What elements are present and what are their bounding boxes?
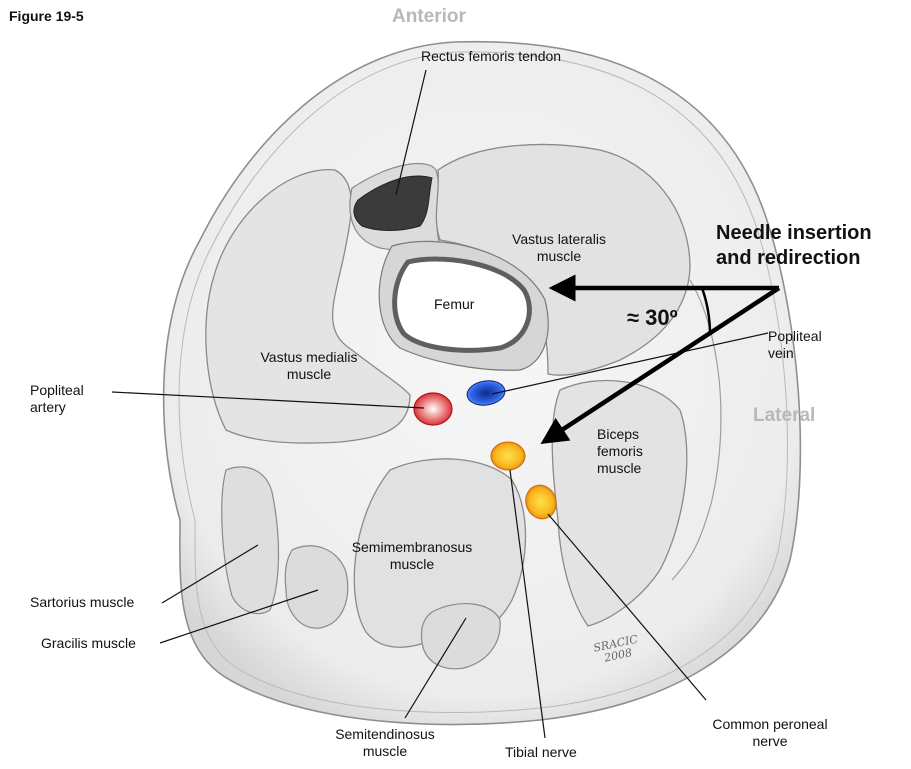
semimembranosus-label: Semimembranosus muscle bbox=[340, 539, 484, 573]
common-peroneal-nerve-label: Common peroneal nerve bbox=[700, 716, 840, 750]
femur-label: Femur bbox=[434, 296, 474, 313]
sartorius-muscle bbox=[222, 467, 279, 614]
tibial-nerve-label: Tibial nerve bbox=[505, 744, 577, 761]
gracilis-label: Gracilis muscle bbox=[41, 635, 136, 652]
tibial-nerve bbox=[491, 442, 525, 470]
figure-title: Figure 19-5 bbox=[9, 8, 84, 25]
needle-insertion-label: Needle insertion and redirection bbox=[716, 221, 872, 271]
angle-label: ≈ 30º bbox=[627, 309, 678, 326]
sartorius-label: Sartorius muscle bbox=[30, 594, 134, 611]
biceps-femoris-label: Biceps femoris muscle bbox=[597, 426, 643, 477]
gracilis-muscle bbox=[285, 546, 347, 628]
vastus-medialis-label: Vastus medialis muscle bbox=[247, 349, 371, 383]
popliteal-artery-label: Popliteal artery bbox=[30, 382, 84, 416]
popliteal-artery bbox=[414, 393, 452, 425]
rectus-femoris-tendon-label: Rectus femoris tendon bbox=[421, 48, 561, 65]
popliteal-vein-label: Popliteal vein bbox=[768, 328, 822, 362]
lateral-label: Lateral bbox=[753, 407, 815, 424]
anterior-label: Anterior bbox=[392, 8, 466, 25]
semitendinosus-label: Semitendinosus muscle bbox=[325, 726, 445, 760]
vastus-lateralis-label: Vastus lateralis muscle bbox=[497, 231, 621, 265]
